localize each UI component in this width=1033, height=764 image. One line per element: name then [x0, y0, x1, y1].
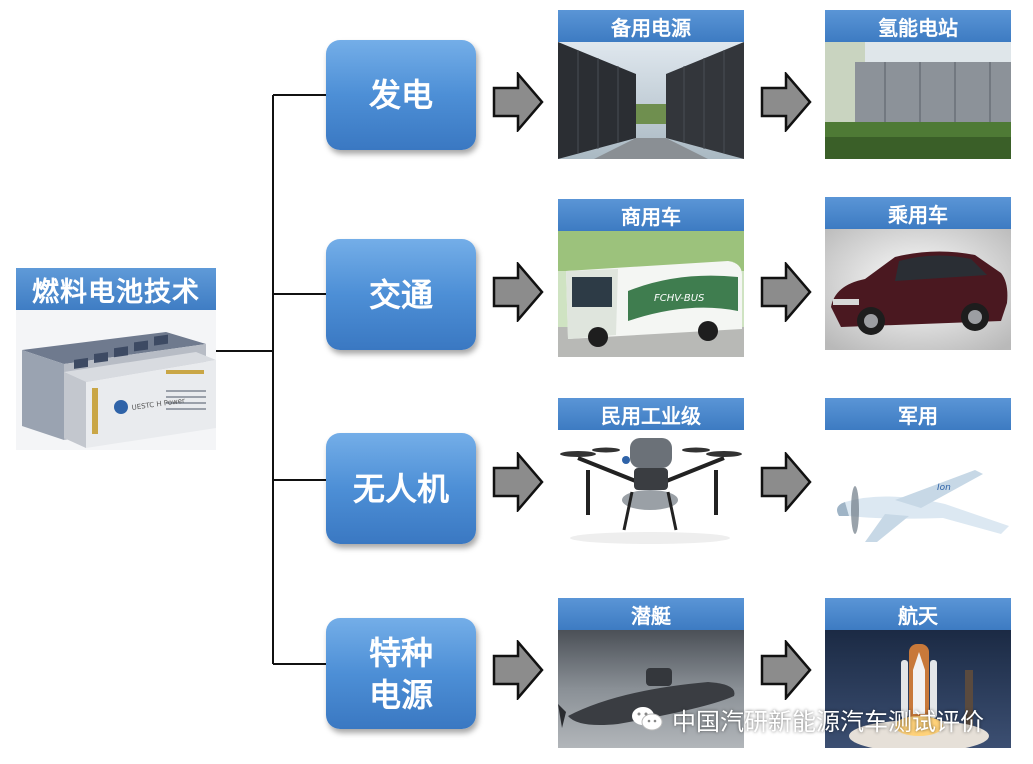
svg-text:Ion: Ion	[937, 483, 951, 493]
root-title: 燃料电池技术	[16, 268, 216, 310]
app-title-passenger-car: 乘用车	[825, 197, 1011, 229]
industrial-drone-image	[558, 430, 744, 548]
app-title-hydrogen-station: 氢能电站	[825, 10, 1011, 42]
app-title-industrial-drone: 民用工业级	[558, 398, 744, 430]
passenger-car-image	[825, 229, 1011, 350]
category-transportation: 交通	[326, 239, 476, 350]
category-drone: 无人机	[326, 433, 476, 544]
arrow-right-icon	[760, 640, 812, 700]
backup-power-image	[558, 42, 744, 159]
space-shuttle-image	[825, 630, 1011, 748]
military-uav-image: Ion	[825, 430, 1011, 548]
hydrogen-station-image	[825, 42, 1011, 159]
arrow-right-icon	[492, 640, 544, 700]
app-title-submarine: 潜艇	[558, 598, 744, 630]
arrow-right-icon	[492, 452, 544, 512]
app-title-backup-power: 备用电源	[558, 10, 744, 42]
fuel-cell-bus-image: FCHV-BUS	[558, 231, 744, 357]
arrow-right-icon	[492, 262, 544, 322]
app-title-military: 军用	[825, 398, 1011, 430]
wechat-icon	[632, 707, 663, 731]
arrow-right-icon	[492, 72, 544, 132]
svg-text:FCHV-BUS: FCHV-BUS	[654, 293, 705, 304]
watermark: 中国汽研新能源汽车测试评价	[630, 702, 984, 736]
fuel-cell-stack-image: UESTC H Power	[16, 310, 216, 450]
arrow-right-icon	[760, 262, 812, 322]
watermark-text: 中国汽研新能源汽车测试评价	[672, 707, 984, 736]
app-title-commercial-vehicle: 商用车	[558, 199, 744, 231]
category-special-power: 特种 电源	[326, 618, 476, 729]
arrow-right-icon	[760, 72, 812, 132]
app-title-aerospace: 航天	[825, 598, 1011, 630]
arrow-right-icon	[760, 452, 812, 512]
category-power-generation: 发电	[326, 40, 476, 150]
